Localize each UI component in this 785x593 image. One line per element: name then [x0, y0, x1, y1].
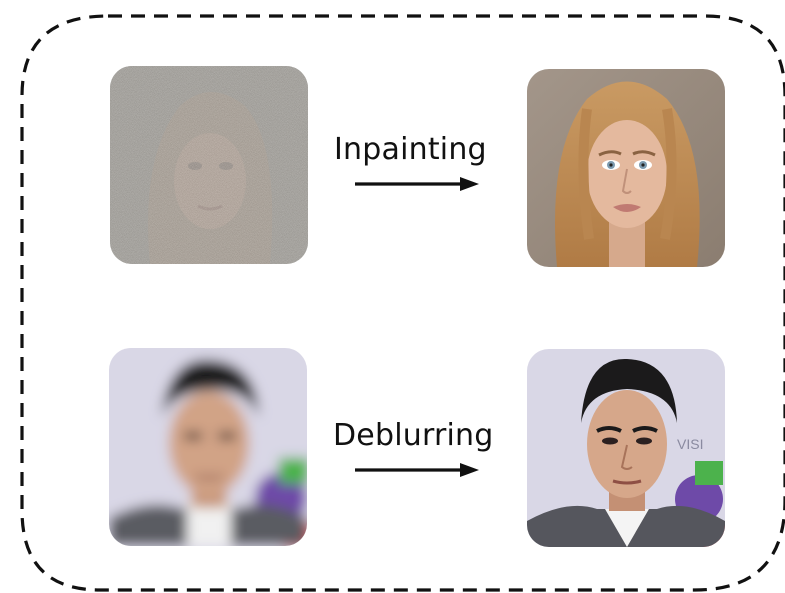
- deblurring-output-image: VISI: [527, 349, 725, 547]
- inpainting-output-image: [527, 69, 725, 267]
- inpainting-label: Inpainting: [334, 132, 487, 167]
- deblurring-input-image: [109, 348, 307, 546]
- svg-text:VISI: VISI: [677, 436, 703, 452]
- deblurring-label: Deblurring: [333, 418, 494, 453]
- deblurring-arrow: [355, 463, 479, 477]
- inpainting-input-image: [110, 66, 308, 264]
- inpainting-arrow: [355, 177, 479, 191]
